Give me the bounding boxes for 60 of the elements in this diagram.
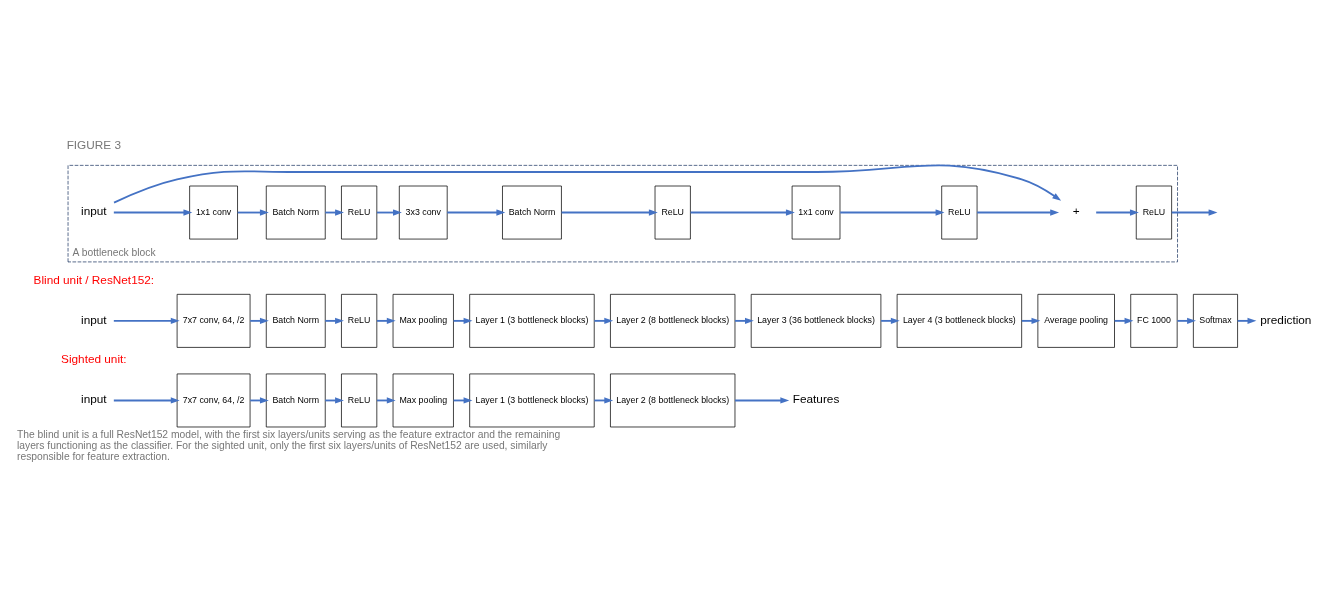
arrow: [1113, 317, 1134, 324]
arrow: [734, 317, 754, 324]
node-box: 7x7 conv, 64, /2: [176, 293, 251, 348]
node-box: Layer 2 (8 bottleneck blocks): [610, 373, 736, 428]
label: Sighted unit:: [61, 352, 127, 366]
node-box: Layer 4 (3 bottleneck blocks): [896, 293, 1023, 348]
node-box: Batch Norm: [265, 185, 326, 240]
arrow: [112, 209, 193, 216]
node-box: 1x1 conv: [189, 185, 238, 240]
arrow: [112, 397, 180, 404]
node-box: Layer 1 (3 bottleneck blocks): [469, 293, 595, 348]
arrow: [452, 317, 473, 324]
label: FIGURE 3: [66, 138, 121, 152]
node-box: ReLU: [654, 185, 691, 240]
arrow: [976, 209, 1060, 216]
node-box: Max pooling: [392, 373, 454, 428]
arrow: [236, 209, 269, 216]
node-box: ReLU: [341, 185, 378, 240]
node-text: prediction: [1260, 312, 1312, 326]
arrow: [734, 397, 790, 404]
node-box: 7x7 conv, 64, /2: [176, 373, 251, 428]
node-box: 1x1 conv: [791, 185, 841, 240]
node-box: Layer 1 (3 bottleneck blocks): [469, 373, 595, 428]
arrow: [689, 209, 795, 216]
arrow: [839, 209, 945, 216]
arrow: [1170, 209, 1218, 216]
node-box: Max pooling: [392, 293, 454, 348]
arrow: [880, 317, 900, 324]
node-text: input: [81, 392, 107, 406]
label: Blind unit / ResNet152:: [33, 272, 155, 286]
node-text: Features: [792, 392, 840, 406]
arrow: [249, 317, 269, 324]
caption: The blind unit is a full ResNet152 model, with the first six layers/units serving as the feature extractor and the remaining layers functioning as the classifier. For the sighted unit, only the first six layers/units of ResNet152 are used, similarly responsible for feature extraction.: [16, 429, 561, 463]
node-text: +: [1072, 204, 1080, 218]
node-box: Softmax: [1193, 293, 1238, 348]
arrow: [1236, 317, 1257, 324]
node-text: input: [81, 204, 107, 218]
arrow: [1020, 317, 1041, 324]
node-box: Layer 2 (8 bottleneck blocks): [610, 293, 736, 348]
arrow: [1176, 317, 1196, 324]
node-box: Batch Norm: [265, 373, 326, 428]
node-box: ReLU: [1135, 185, 1172, 240]
node-box: 3x3 conv: [398, 185, 448, 240]
arrow: [112, 317, 180, 324]
node-box: Batch Norm: [502, 185, 562, 240]
arrow: [376, 317, 396, 324]
arrow: [446, 209, 506, 216]
node-box: ReLU: [341, 293, 378, 348]
node-text: input: [81, 312, 107, 326]
arrow: [593, 317, 614, 324]
node-box: Average pooling: [1037, 293, 1115, 348]
node-box: ReLU: [941, 185, 978, 240]
arrow: [113, 164, 1062, 204]
node-box: ReLU: [341, 373, 378, 428]
node-box: Layer 3 (36 bottleneck blocks): [750, 293, 882, 348]
arrow: [560, 209, 658, 216]
node-box: Batch Norm: [265, 293, 326, 348]
arrow: [324, 317, 344, 324]
node-box: FC 1000: [1130, 293, 1178, 348]
arrow: [1095, 209, 1139, 216]
